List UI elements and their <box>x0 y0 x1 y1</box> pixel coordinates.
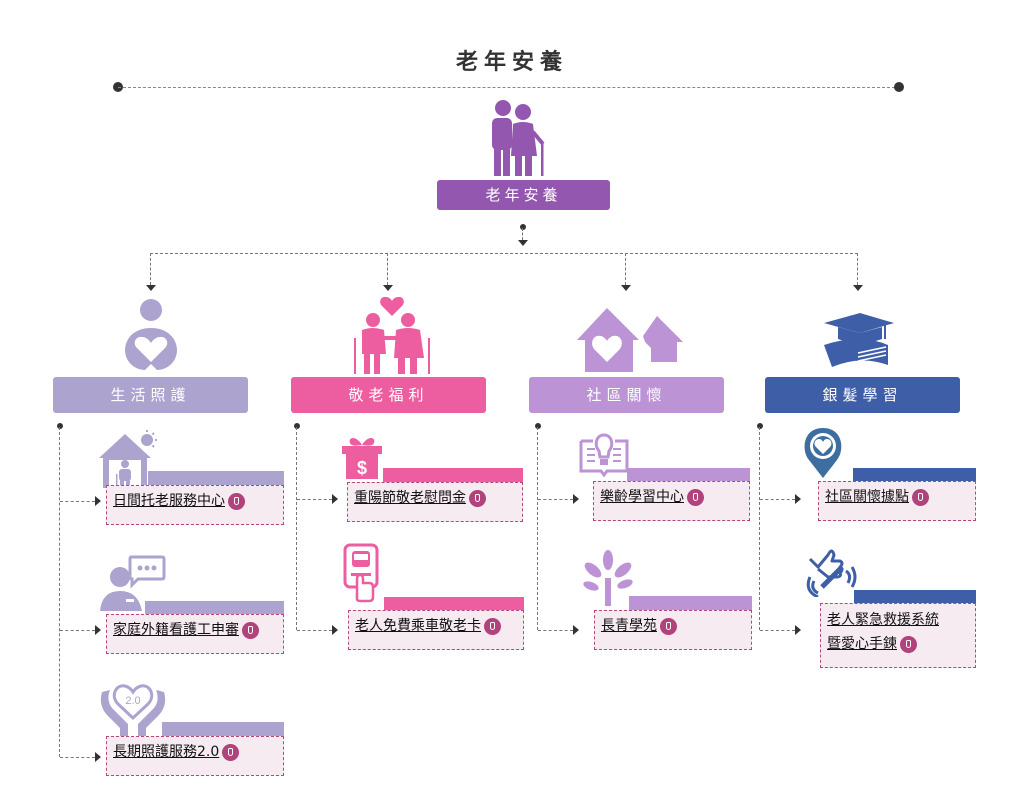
arrow-right-icon <box>95 625 101 635</box>
link-evergreen-academy[interactable]: 長青學苑 <box>601 618 657 634</box>
item-accent-bar <box>627 468 750 482</box>
arrow-right-icon <box>795 625 801 635</box>
title-divider <box>118 87 900 88</box>
houses-heart-icon <box>577 306 683 372</box>
hand-pointer-icon[interactable] <box>912 488 929 506</box>
hand-pointer-icon[interactable] <box>228 492 245 510</box>
connector-line <box>296 427 297 630</box>
item-accent-bar <box>853 468 976 482</box>
arrow-down-icon <box>146 285 156 291</box>
connector-line <box>150 253 151 285</box>
connector-line <box>60 501 95 502</box>
hands-heart-2-0-icon: 2.0 <box>98 682 168 738</box>
house-elder-sun-icon <box>97 430 161 488</box>
hand-pointer-icon[interactable] <box>469 489 486 507</box>
hand-pointer-icon[interactable] <box>660 617 677 635</box>
gift-dollar-icon: $ <box>342 435 382 479</box>
connector-dot <box>57 423 63 429</box>
link-double-ninth-allowance[interactable]: 重陽節敬老慰問金 <box>354 490 466 506</box>
connector-line <box>538 630 573 631</box>
rule-end-dot-right <box>894 82 904 92</box>
arrow-right-icon <box>573 494 579 504</box>
bus-card-icon <box>343 543 379 603</box>
book-bulb-icon <box>579 433 629 477</box>
link-emergency-rescue-line1[interactable]: 老人緊急救援系統 <box>827 612 939 628</box>
link-community-care-station[interactable]: 社區關懷據點 <box>825 489 909 505</box>
connector-line <box>538 499 573 500</box>
item-box: 社區關懷據點 <box>818 481 976 521</box>
arrow-down-icon <box>621 285 631 291</box>
connector-line <box>537 427 538 630</box>
connector-line <box>759 427 760 630</box>
arrow-right-icon <box>95 496 101 506</box>
connector-line <box>387 253 388 285</box>
arrow-down-icon <box>518 240 528 246</box>
arrow-right-icon <box>795 494 801 504</box>
emergency-bracelet-icon <box>806 545 858 597</box>
link-active-aging-learning-center[interactable]: 樂齡學習中心 <box>600 489 684 505</box>
link-emergency-rescue-line2[interactable]: 暨愛心手鍊 <box>827 636 897 652</box>
item-box: 老人免費乘車敬老卡 <box>348 610 524 650</box>
connector-dot <box>520 224 526 230</box>
root-node-box: 老年安養 <box>437 180 610 210</box>
arrow-right-icon <box>332 494 338 504</box>
item-box: 長期照護服務2.0 <box>106 736 284 776</box>
item-box: 日間托老服務中心 <box>106 485 284 525</box>
link-foreign-caregiver-application[interactable]: 家庭外籍看護工申審 <box>113 622 239 638</box>
category-box-life-care: 生活照護 <box>53 377 248 413</box>
item-accent-bar <box>384 597 524 611</box>
item-accent-bar <box>162 722 284 736</box>
item-accent-bar <box>148 471 284 485</box>
connector-line <box>60 630 95 631</box>
arrow-right-icon <box>95 752 101 762</box>
graduation-book-icon <box>822 311 896 373</box>
svg-text:$: $ <box>357 458 367 478</box>
item-box: 老人緊急救援系統 暨愛心手鍊 <box>820 603 976 668</box>
branch-line <box>150 253 858 254</box>
arrow-right-icon <box>332 625 338 635</box>
connector-line <box>760 499 795 500</box>
connector-line <box>522 228 523 240</box>
connector-line <box>857 253 858 285</box>
arrow-down-icon <box>853 285 863 291</box>
elderly-couple-icon <box>485 98 555 178</box>
hand-pointer-icon[interactable] <box>484 617 501 635</box>
category-box-community-care: 社區關懷 <box>529 377 724 413</box>
hand-pointer-icon[interactable] <box>900 635 917 653</box>
category-box-silver-learning: 銀髮學習 <box>765 377 960 413</box>
hand-pointer-icon[interactable] <box>687 488 704 506</box>
item-box: 樂齡學習中心 <box>593 481 750 521</box>
category-box-elder-welfare: 敬老福利 <box>291 377 486 413</box>
link-day-care-center[interactable]: 日間托老服務中心 <box>113 493 225 509</box>
item-box: 重陽節敬老慰問金 <box>347 482 523 522</box>
connector-dot <box>294 423 300 429</box>
connector-line <box>60 757 95 758</box>
connector-line <box>59 427 60 757</box>
connector-line <box>297 630 332 631</box>
item-box: 家庭外籍看護工申審 <box>106 614 284 654</box>
connector-line <box>297 499 332 500</box>
elderly-couple-heart-icon <box>348 296 436 376</box>
map-pin-heart-icon <box>801 426 845 478</box>
item-accent-bar <box>145 601 284 615</box>
person-chat-icon <box>100 553 166 613</box>
hand-pointer-icon[interactable] <box>242 621 259 639</box>
page-title: 老年安養 <box>455 50 568 75</box>
person-heart-icon <box>123 298 179 372</box>
item-accent-bar <box>383 468 523 482</box>
link-long-term-care-2-0[interactable]: 長期照護服務2.0 <box>113 744 220 760</box>
connector-dot <box>757 423 763 429</box>
item-box: 長青學苑 <box>594 610 752 650</box>
tree-icon <box>581 550 637 606</box>
item-accent-bar <box>629 596 752 610</box>
connector-line <box>625 253 626 285</box>
link-free-transit-card[interactable]: 老人免費乘車敬老卡 <box>355 618 481 634</box>
arrow-down-icon <box>383 285 393 291</box>
item-accent-bar <box>854 590 976 604</box>
hand-pointer-icon[interactable] <box>222 743 240 761</box>
arrow-right-icon <box>573 625 579 635</box>
svg-text:2.0: 2.0 <box>125 695 140 707</box>
connector-dot <box>535 423 541 429</box>
connector-line <box>760 630 795 631</box>
